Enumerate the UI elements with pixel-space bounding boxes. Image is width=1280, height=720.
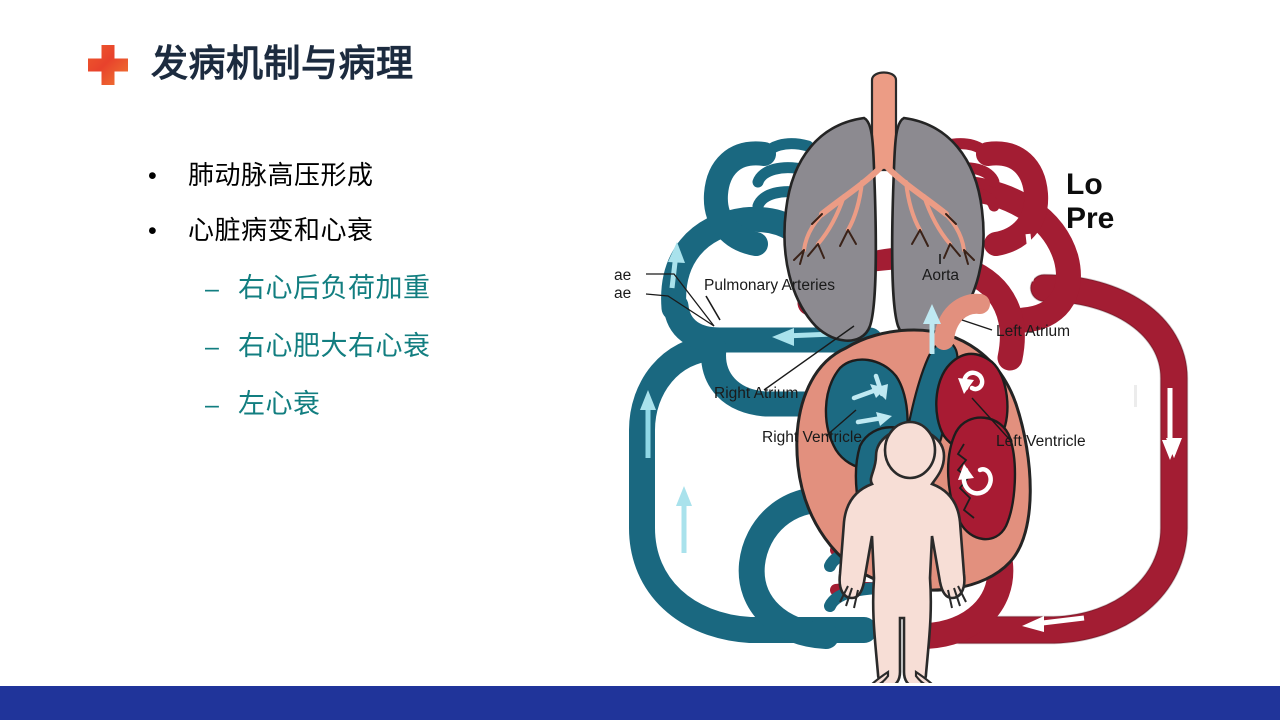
sub-bullet-text: 右心后负荷加重 [238,273,431,303]
circulatory-system-diagram: Pulmonary Arteries ae ae Aorta Lo Pre Ri… [614,58,1234,683]
diagram-labels: Pulmonary Arteries ae ae Aorta Lo Pre Ri… [614,168,1114,450]
human-body-figure [838,420,967,683]
footer-bar [0,686,1280,720]
page-title: 发病机制与病理 [151,43,414,84]
bullet-list: • 肺动脉高压形成 • 心脏病变和心衰 – 右心后负荷加重 – 右心肥大右心衰 … [148,152,578,436]
lungs-illustration [783,71,985,342]
bullet-text: 肺动脉高压形成 [188,160,374,190]
label-left-ventricle: Left Ventricle [996,433,1086,450]
label-cropped-heading-line1: Lo [1066,168,1103,201]
faint-artifact-mark [1134,385,1137,407]
label-right-ventricle: Right Ventricle [762,429,862,446]
label-aorta: Aorta [922,267,959,284]
label-vena-cava-inferior: ae [614,285,631,302]
list-item: • 心脏病变和心衰 [148,207,578,254]
dash-marker: – [205,391,219,419]
sub-list-item: – 左心衰 [205,378,578,430]
dash-marker: – [205,275,219,303]
sub-bullet-text: 右心肥大右心衰 [238,331,431,361]
label-vena-cava-superior: ae [614,267,631,284]
sub-list-item: – 右心后负荷加重 [205,262,578,314]
label-pulmonary-arteries: Pulmonary Arteries [704,277,835,294]
bullet-marker: • [148,162,157,190]
bullet-marker: • [148,217,157,245]
dash-marker: – [205,333,219,361]
systemic-venous-loop [629,138,922,649]
label-right-atrium: Right Atrium [714,385,798,402]
red-cross-icon [88,45,128,85]
label-left-atrium: Left Atrium [996,323,1070,340]
list-item: • 肺动脉高压形成 [148,152,578,199]
label-cropped-heading-line2: Pre [1066,202,1114,235]
sub-bullet-text: 左心衰 [238,389,321,419]
bullet-text: 心脏病变和心衰 [188,215,374,245]
sub-list-item: – 右心肥大右心衰 [205,320,578,372]
